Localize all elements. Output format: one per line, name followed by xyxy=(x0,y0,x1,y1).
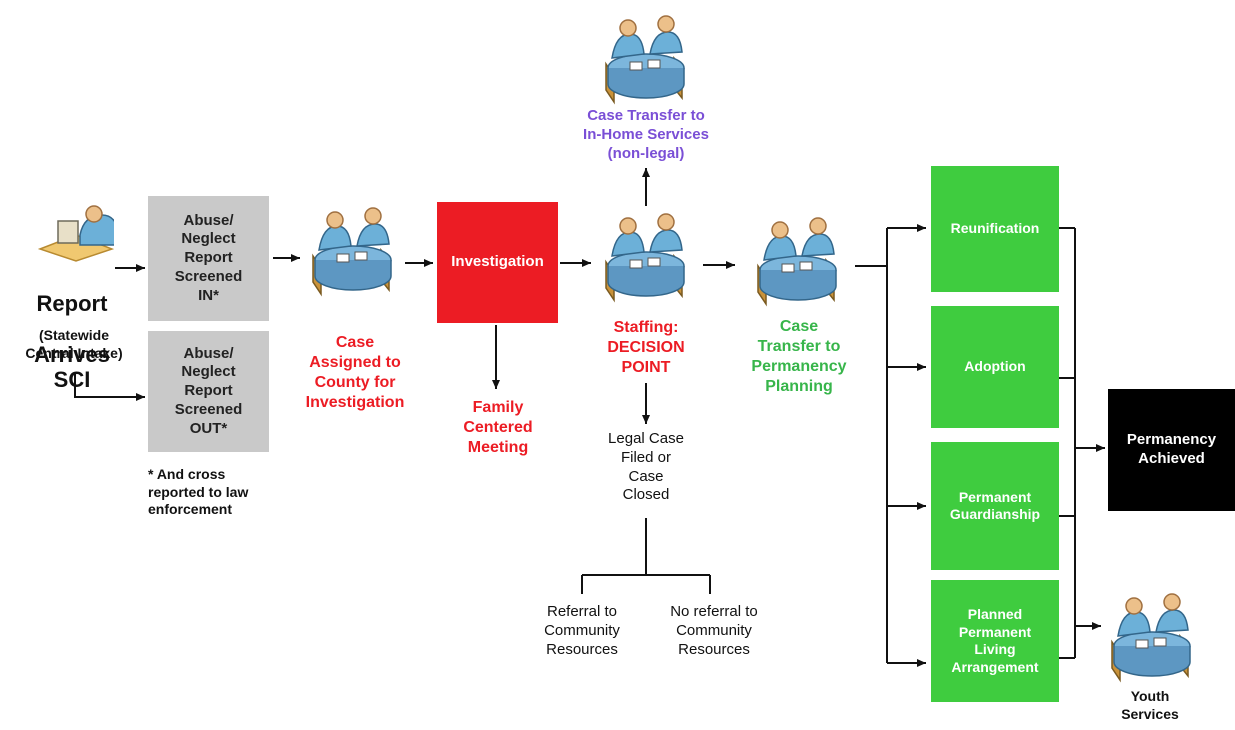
legal-case-label: Legal Case Filed or Case Closed xyxy=(608,430,684,504)
report-title-line2: Arrives SCI xyxy=(34,341,110,393)
family-meeting-label: Family Centered Meeting xyxy=(463,399,533,456)
meeting-table-icon xyxy=(605,213,685,303)
permanency-planning-label: Case Transfer to Permanency Planning xyxy=(751,318,847,395)
in-home-services-label: Case Transfer to In-Home Services (non-l… xyxy=(583,107,709,162)
investigation-box: Investigation xyxy=(437,202,558,323)
living-arrangement-box: Planned Permanent Living Arrangement xyxy=(931,580,1059,702)
screened-out-box: Abuse/ Neglect Report Screened OUT* xyxy=(148,331,269,452)
arrow-report-to-screened-out xyxy=(74,372,145,401)
footnote: * And cross reported to law enforcement xyxy=(148,466,249,517)
permanency-achieved-box: Permanency Achieved xyxy=(1108,389,1235,511)
branch-legal-outcomes xyxy=(581,518,711,594)
youth-services-label: Youth Services xyxy=(1121,688,1179,722)
no-referral-label: No referral to Community Resources xyxy=(670,603,758,658)
meeting-table-icon xyxy=(1111,593,1191,683)
meeting-table-icon xyxy=(757,217,837,307)
screened-in-box: Abuse/ Neglect Report Screened IN* xyxy=(148,196,269,321)
person-at-computer-icon xyxy=(37,205,114,262)
permanent-guardianship-box: Permanent Guardianship xyxy=(931,442,1059,570)
case-assigned-label: Case Assigned to County for Investigatio… xyxy=(305,334,405,411)
meeting-table-icon xyxy=(312,207,392,297)
adoption-box: Adoption xyxy=(931,306,1059,428)
reunification-box: Reunification xyxy=(931,166,1059,292)
referral-label: Referral to Community Resources xyxy=(544,603,620,658)
report-title-line1: Report xyxy=(36,291,108,317)
staffing-decision-label: Staffing: DECISION POINT xyxy=(607,319,685,376)
trunk-planning-outcomes xyxy=(855,228,888,663)
merge-outcomes xyxy=(1059,227,1076,659)
meeting-table-icon xyxy=(605,15,685,105)
report-subtitle: (Statewide Central Intake) xyxy=(25,327,123,361)
